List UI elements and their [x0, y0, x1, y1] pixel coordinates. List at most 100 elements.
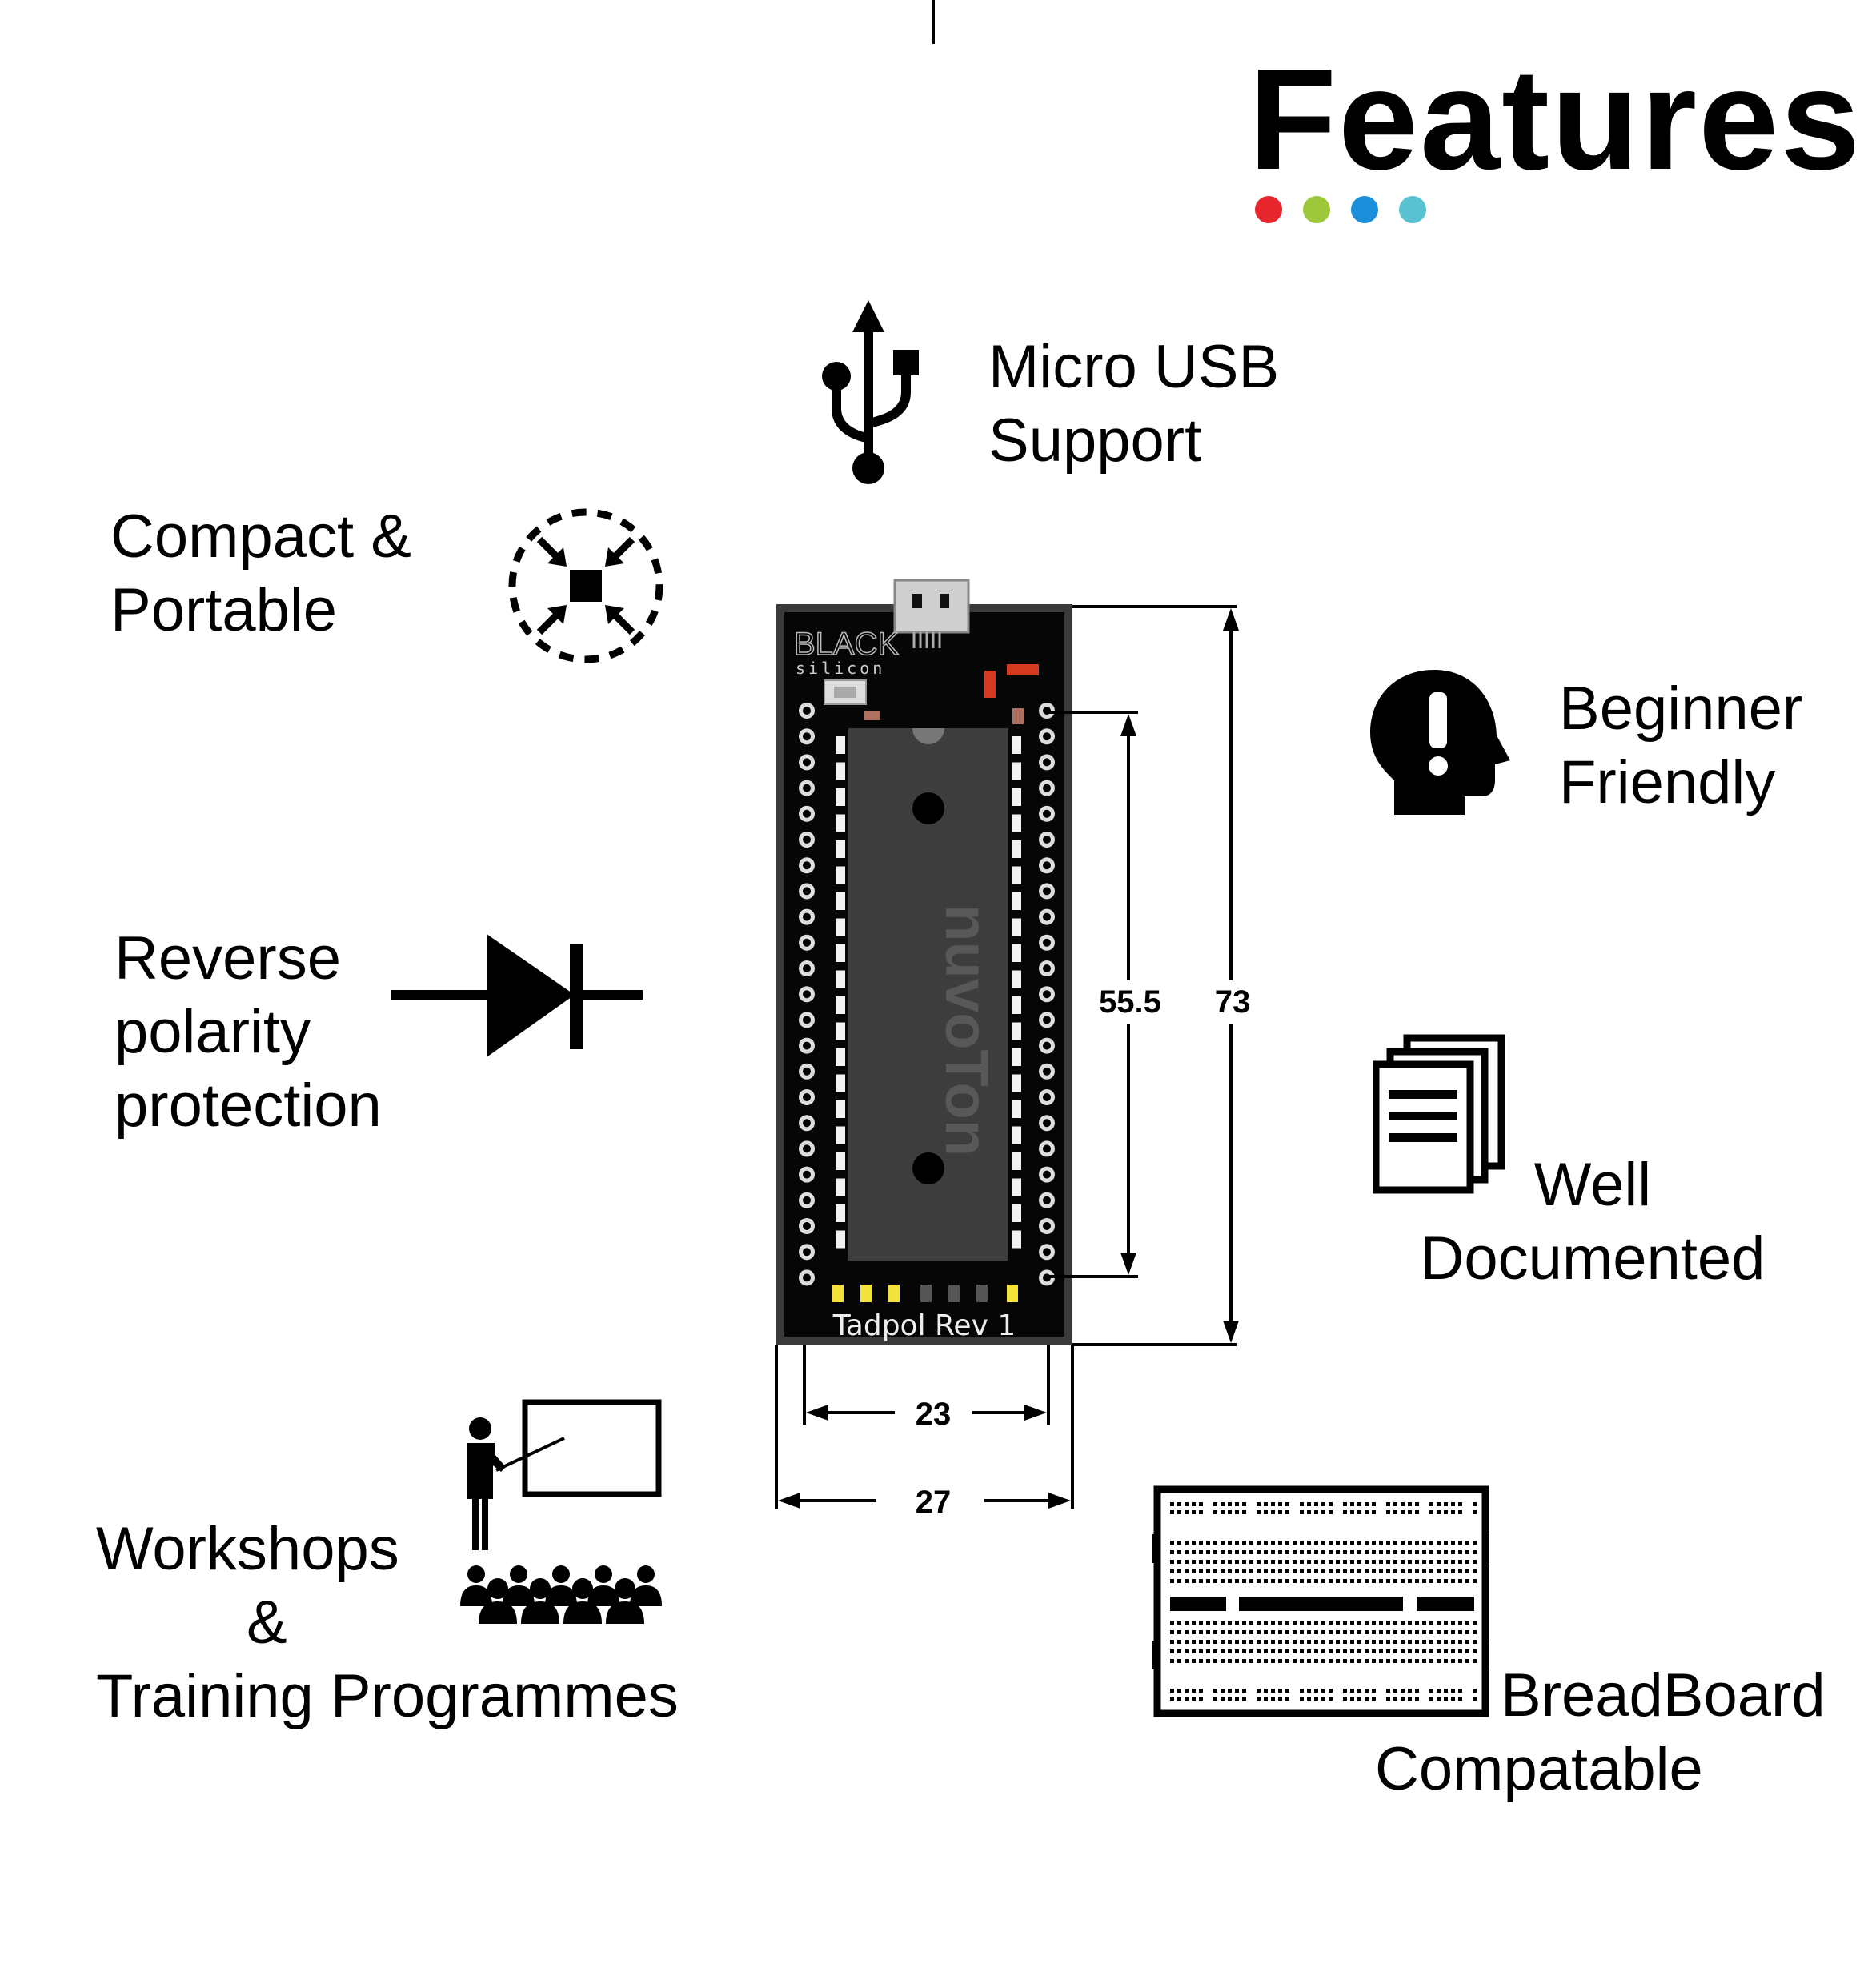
breadboard-hole — [1170, 1697, 1174, 1701]
breadboard-hole — [1473, 1541, 1477, 1545]
breadboard-hole — [1314, 1630, 1318, 1634]
header-hole-center — [803, 964, 811, 972]
breadboard-hole — [1343, 1579, 1347, 1583]
dot-cyan — [1399, 196, 1426, 223]
breadboard-hole — [1393, 1502, 1397, 1506]
breadboard-hole — [1401, 1502, 1405, 1506]
breadboard-hole — [1393, 1550, 1397, 1554]
breadboard-hole — [1465, 1569, 1469, 1573]
breadboard-hole — [1444, 1510, 1448, 1514]
breadboard-hole — [1213, 1621, 1217, 1625]
breadboard-hole — [1415, 1579, 1419, 1583]
chip-pin — [1012, 892, 1021, 910]
chip-pin — [836, 1048, 845, 1066]
breadboard-hole — [1473, 1621, 1477, 1625]
breadboard-hole — [1185, 1640, 1189, 1644]
breadboard-hole — [1393, 1560, 1397, 1564]
header-hole-center — [803, 938, 811, 947]
breadboard-hole — [1329, 1659, 1333, 1663]
breadboard-hole — [1422, 1579, 1426, 1583]
breadboard-hole — [1235, 1550, 1239, 1554]
header-hole-center — [1043, 990, 1051, 999]
breadboard-hole — [1257, 1560, 1261, 1564]
breadboard-hole — [1192, 1541, 1196, 1545]
breadboard-hole — [1221, 1621, 1225, 1625]
breadboard-hole — [1465, 1630, 1469, 1634]
breadboard-hole — [1451, 1579, 1455, 1583]
breadboard-hole — [1386, 1510, 1390, 1514]
breadboard-hole — [1321, 1697, 1325, 1701]
chip-pin — [836, 918, 845, 936]
breadboard-hole — [1206, 1630, 1210, 1634]
breadboard-hole — [1465, 1579, 1469, 1583]
breadboard-hole — [1257, 1689, 1261, 1693]
breadboard-hole — [1437, 1502, 1441, 1506]
breadboard-hole — [1365, 1659, 1369, 1663]
breadboard-hole — [1221, 1502, 1225, 1506]
header-hole-center — [803, 784, 811, 792]
breadboard-hole — [1401, 1569, 1405, 1573]
breadboard-hole — [1213, 1550, 1217, 1554]
breadboard-hole — [1365, 1560, 1369, 1564]
breadboard-hole — [1393, 1689, 1397, 1693]
breadboard-hole — [1285, 1510, 1289, 1514]
breadboard-hole — [1206, 1640, 1210, 1644]
breadboard-hole — [1451, 1659, 1455, 1663]
breadboard-hole — [1314, 1659, 1318, 1663]
chip-pin — [1012, 840, 1021, 858]
breadboard-hole — [1365, 1649, 1369, 1653]
breadboard-hole — [1429, 1649, 1433, 1653]
breadboard-hole — [1177, 1550, 1181, 1554]
breadboard-hole — [1264, 1550, 1268, 1554]
breadboard-hole — [1206, 1659, 1210, 1663]
breadboard-hole — [1465, 1560, 1469, 1564]
breadboard-hole — [1199, 1541, 1203, 1545]
breadboard-hole — [1271, 1649, 1275, 1653]
breadboard-hole — [1278, 1579, 1282, 1583]
breadboard-hole — [1451, 1510, 1455, 1514]
breadboard-hole — [1451, 1689, 1455, 1693]
dimension-inner-height-label: 55.5 — [1099, 984, 1161, 1020]
breadboard-hole — [1185, 1550, 1189, 1554]
breadboard-hole — [1314, 1649, 1318, 1653]
breadboard-hole — [1365, 1579, 1369, 1583]
header-hole-center — [803, 990, 811, 999]
breadboard-hole — [1473, 1640, 1477, 1644]
breadboard-hole — [1365, 1510, 1369, 1514]
breadboard-hole — [1386, 1697, 1390, 1701]
breadboard-hole — [1429, 1697, 1433, 1701]
breadboard-hole — [1372, 1502, 1376, 1506]
breadboard-hole — [1401, 1659, 1405, 1663]
breadboard-hole — [1343, 1569, 1347, 1573]
breadboard-hole — [1293, 1541, 1297, 1545]
chip-pin — [836, 762, 845, 780]
breadboard-hole — [1199, 1621, 1203, 1625]
feature-breadboard-line1: BreadBoard — [1501, 1659, 1826, 1733]
breadboard-hole — [1415, 1689, 1419, 1693]
breadboard-hole — [1386, 1550, 1390, 1554]
breadboard-hole — [1242, 1640, 1246, 1644]
breadboard-hole — [1300, 1550, 1304, 1554]
breadboard-hole — [1314, 1560, 1318, 1564]
breadboard-hole — [1307, 1649, 1311, 1653]
breadboard-hole — [1401, 1630, 1405, 1634]
feature-compact: Compact & Portable — [110, 500, 411, 647]
breadboard-hole — [1437, 1630, 1441, 1634]
header-hole-center — [1043, 1119, 1051, 1128]
dimension-inner-width-label: 23 — [916, 1397, 952, 1432]
breadboard-hole — [1170, 1550, 1174, 1554]
breadboard-hole — [1473, 1630, 1477, 1634]
breadboard-hole — [1458, 1640, 1462, 1644]
breadboard-hole — [1444, 1697, 1448, 1701]
breadboard-hole — [1257, 1621, 1261, 1625]
chip-brand-label: nuvoTon — [932, 904, 1000, 1156]
breadboard-hole — [1415, 1569, 1419, 1573]
breadboard-hole — [1473, 1689, 1477, 1693]
breadboard-hole — [1192, 1630, 1196, 1634]
breadboard-hole — [1285, 1560, 1289, 1564]
breadboard-hole — [1422, 1560, 1426, 1564]
breadboard-hole — [1422, 1541, 1426, 1545]
breadboard-hole — [1379, 1541, 1383, 1545]
breadboard-hole — [1300, 1510, 1304, 1514]
breadboard-hole — [1343, 1510, 1347, 1514]
